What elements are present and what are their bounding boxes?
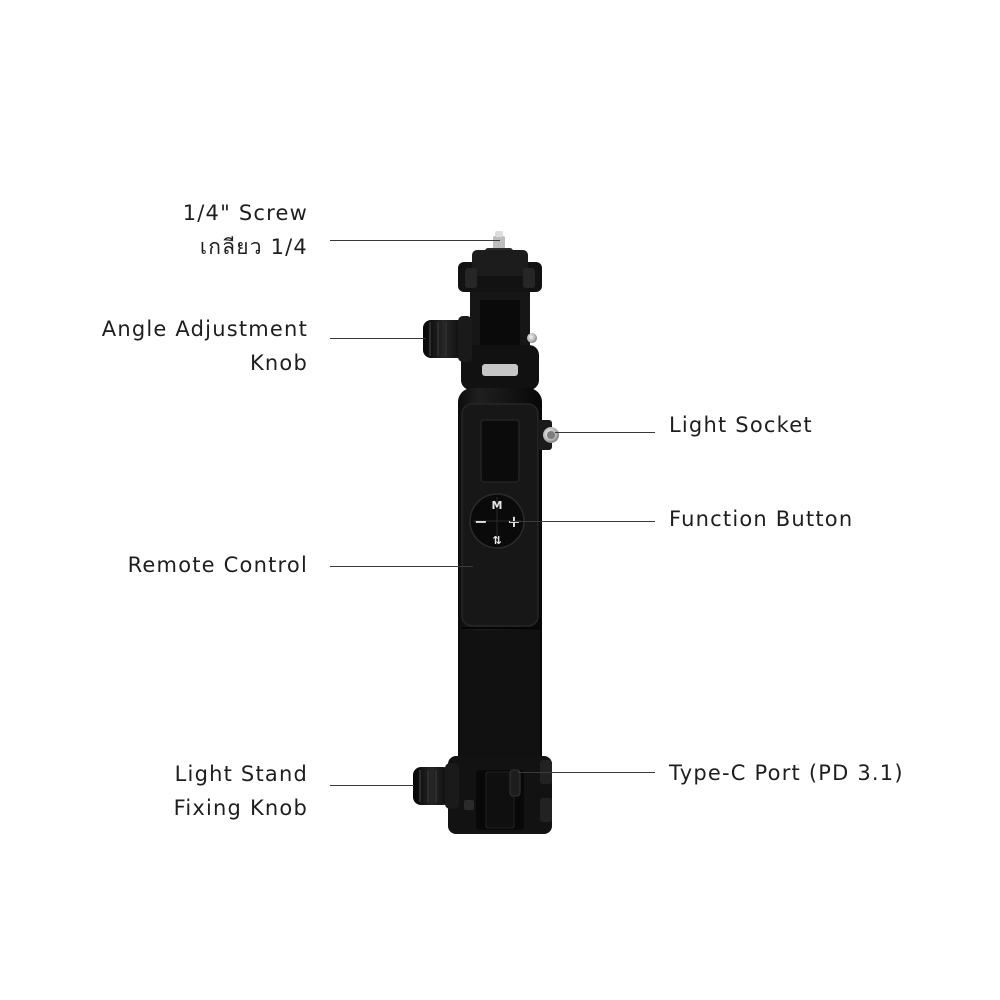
- swap-button[interactable]: ⇅: [492, 534, 501, 547]
- light-socket-label: Light Socket: [669, 408, 813, 442]
- angle-knob-label-line1: Angle Adjustment: [101, 317, 308, 341]
- stand-knob-label-line2: Fixing Knob: [173, 796, 308, 820]
- light-stand-fixing-knob: [413, 763, 459, 809]
- light-socket: [538, 420, 559, 450]
- bottom-clamp: [448, 756, 552, 834]
- screw-callout-line: [330, 240, 500, 242]
- angle-knob-label-line2: Knob: [249, 351, 308, 375]
- typec-port-callout-line: [518, 772, 655, 774]
- angle-knob-label: Angle Adjustment Knob: [102, 312, 308, 380]
- mode-button[interactable]: M: [492, 499, 503, 512]
- remote-control-callout-line: [330, 566, 473, 568]
- type-c-port: [509, 769, 521, 797]
- typec-port-label-line1: Type-C Port (PD 3.1): [669, 761, 904, 785]
- top-mount-head: [458, 250, 542, 292]
- tilt-hinge: [461, 292, 539, 390]
- screw-label: 1/4" Screw เกลียว 1/4: [183, 196, 308, 264]
- typec-port-label: Type-C Port (PD 3.1): [669, 756, 904, 790]
- light-socket-callout-line: [555, 432, 655, 434]
- function-button-callout-line: [510, 521, 655, 523]
- remote-control-label-line1: Remote Control: [127, 553, 308, 577]
- angle-adjustment-knob: [423, 316, 472, 362]
- remote-control-label: Remote Control: [128, 548, 308, 582]
- function-button-label-line1: Function Button: [669, 507, 854, 531]
- stand-knob-label: Light Stand Fixing Knob: [174, 757, 308, 825]
- minus-button[interactable]: −: [474, 512, 487, 531]
- stand-knob-label-line1: Light Stand: [174, 762, 308, 786]
- stand-knob-callout-line: [330, 785, 414, 787]
- screw-label-line1: 1/4" Screw: [182, 201, 308, 225]
- function-button-cluster: M − + ⇅: [469, 493, 525, 549]
- light-socket-label-line1: Light Socket: [669, 413, 813, 437]
- function-button-label: Function Button: [669, 502, 853, 536]
- angle-knob-callout-line: [330, 338, 426, 340]
- screw-label-line2: เกลียว 1/4: [199, 235, 308, 259]
